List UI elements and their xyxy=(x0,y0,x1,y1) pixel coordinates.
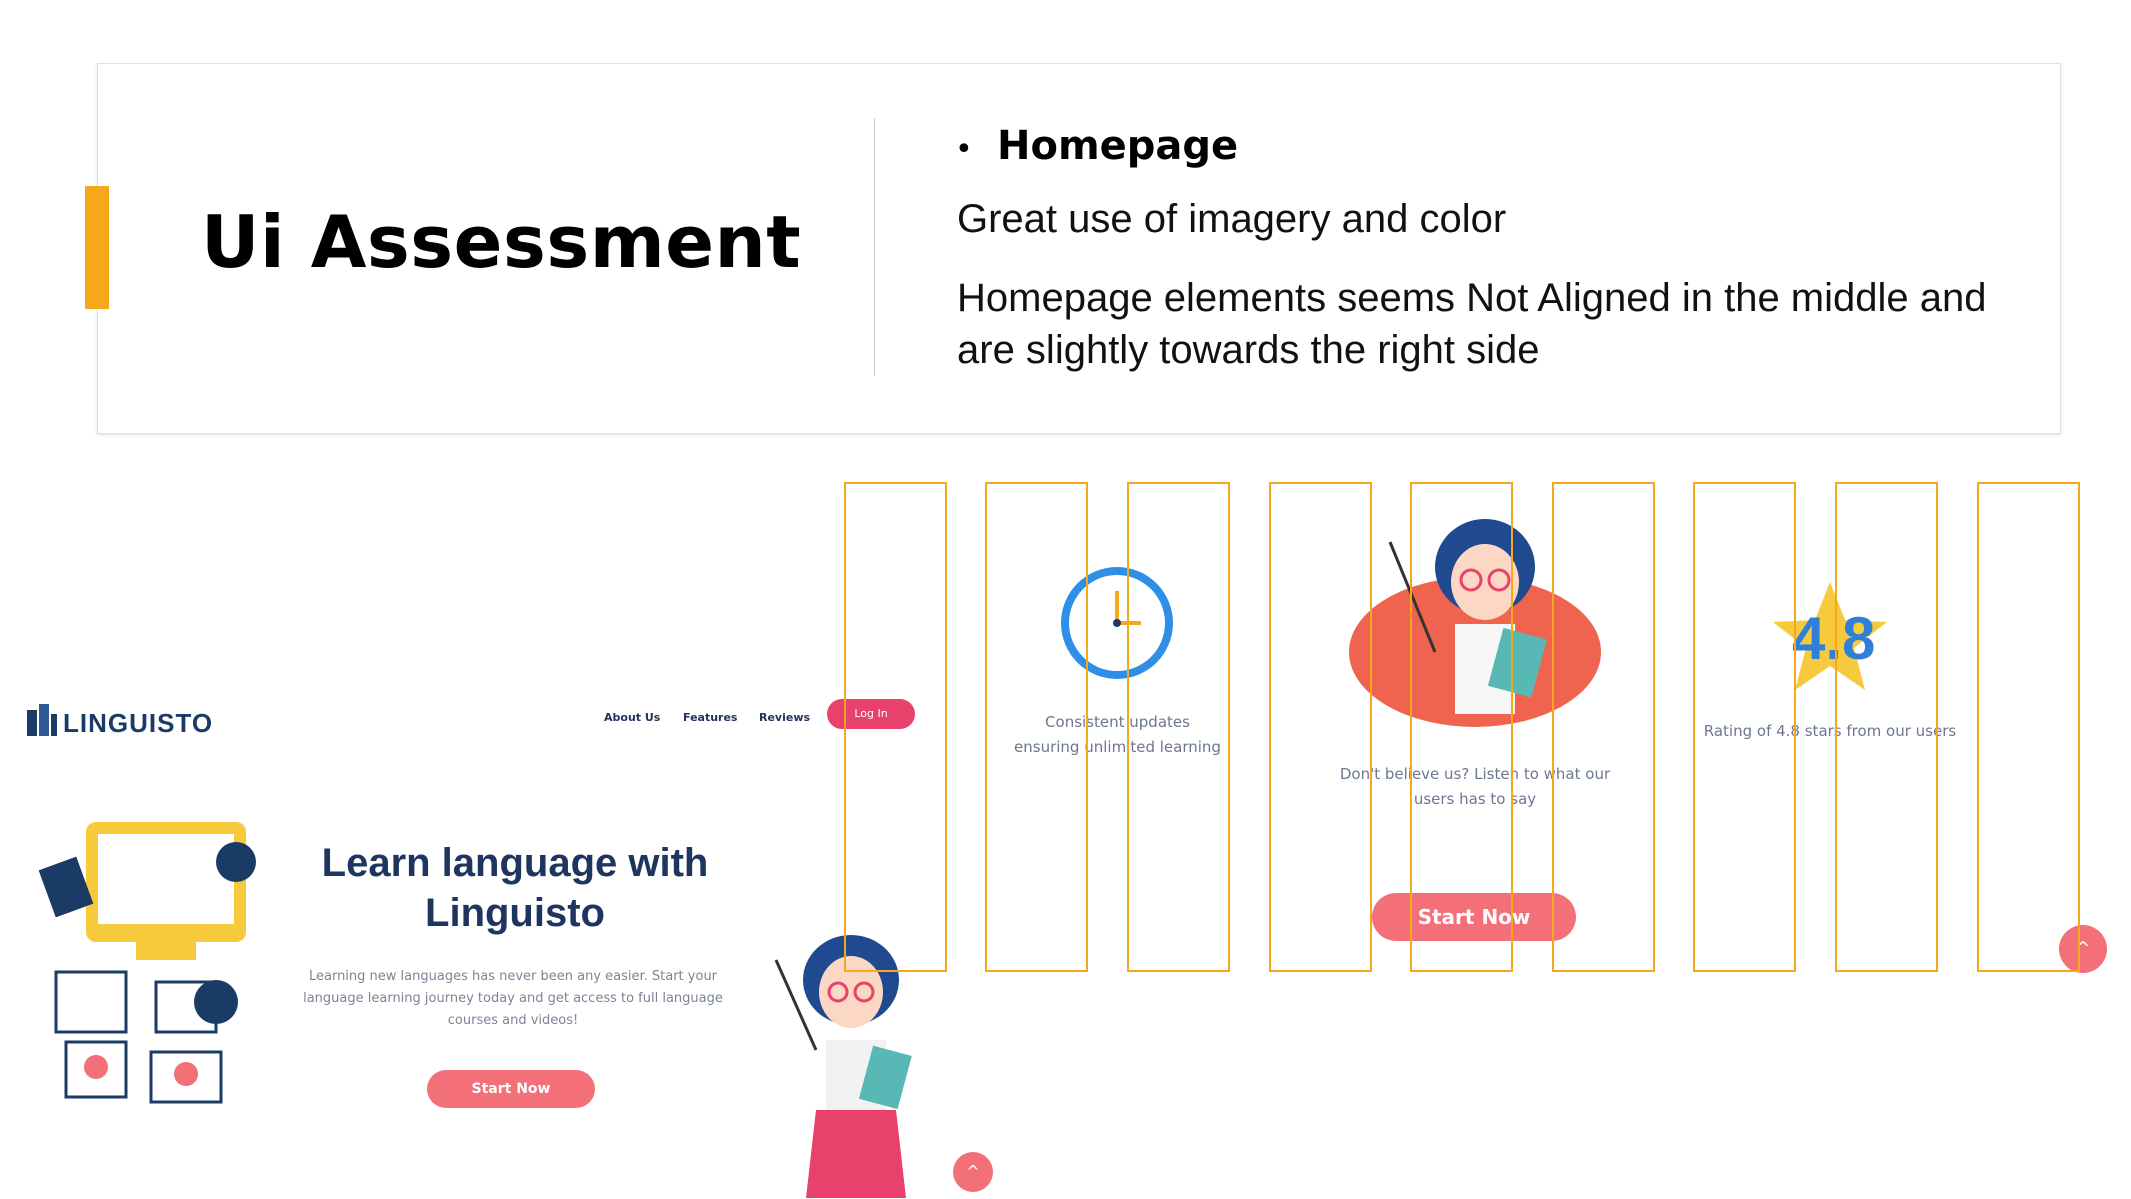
clock-icon xyxy=(1061,567,1173,679)
learning-illustration-icon xyxy=(38,822,256,1104)
alignment-guide xyxy=(985,482,1088,972)
logo-text: LINGUISTO xyxy=(63,708,214,738)
comment-alignment: Homepage elements seems Not Aligned in t… xyxy=(957,276,1987,372)
nav-reviews[interactable]: Reviews xyxy=(759,711,811,724)
scroll-top-button[interactable]: ^ xyxy=(953,1152,993,1192)
accent-bar xyxy=(85,186,109,309)
teacher-illustration-icon xyxy=(774,935,912,1198)
feature-updates-text: Consistent updates ensuring unlimited le… xyxy=(1014,713,1221,756)
alignment-guide xyxy=(1835,482,1938,972)
nav-about[interactable]: About Us xyxy=(604,711,661,724)
nav-features[interactable]: Features xyxy=(683,711,738,724)
scroll-top-button-large[interactable]: ^ xyxy=(2059,925,2107,973)
bullet-heading: Homepage xyxy=(997,123,1239,169)
hero-title: Learn language with Linguisto xyxy=(321,841,709,935)
comment-imagery: Great use of imagery and color xyxy=(957,197,1507,241)
bullet-icon: • xyxy=(955,132,973,167)
rating-value: 4.8 xyxy=(1792,605,1876,672)
star-icon xyxy=(1773,582,1887,690)
alignment-guide xyxy=(1127,482,1230,972)
teacher-review-illustration-icon xyxy=(1349,519,1601,727)
login-button[interactable]: Log In xyxy=(827,699,915,729)
assessment-card xyxy=(97,63,2061,434)
alignment-guide xyxy=(844,482,947,972)
alignment-guide xyxy=(1693,482,1796,972)
alignment-guide xyxy=(1410,482,1513,972)
hero-start-button[interactable]: Start Now xyxy=(427,1070,595,1108)
rating-text: Rating of 4.8 stars from our users xyxy=(1703,722,1957,740)
alignment-guide xyxy=(1269,482,1372,972)
hero-subtitle: Learning new languages has never been an… xyxy=(303,969,723,1028)
feature-reviews-text: Don't believe us? Listen to what our use… xyxy=(1339,765,1611,808)
alignment-guide xyxy=(1977,482,2080,972)
slide-title: Ui Assessment xyxy=(201,200,802,284)
linguisto-logo-icon xyxy=(27,704,57,736)
divider xyxy=(874,118,875,376)
alignment-guide xyxy=(1552,482,1655,972)
